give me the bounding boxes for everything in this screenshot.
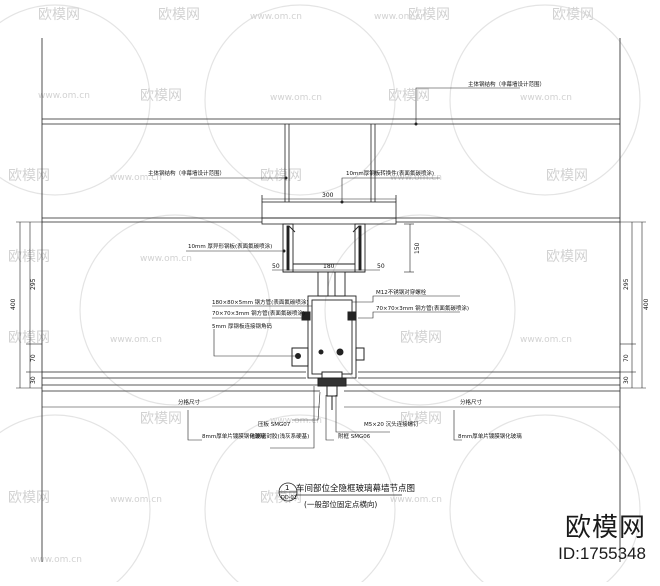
label-tube-180: 180×80×5mm 钢方管(表面氟碳喷涂) xyxy=(212,298,308,306)
dim-295-left: 295 xyxy=(30,278,37,290)
watermark-logo: 欧模网 xyxy=(8,490,50,506)
model-id: ID:1755348 xyxy=(558,544,646,563)
label-glass-left: 8mm厚单片镀膜钢化玻璃 xyxy=(202,432,266,440)
detail-marker-sheet: DD-01 xyxy=(281,495,297,501)
watermark-arcs xyxy=(0,4,641,586)
bolt-heads xyxy=(301,311,357,356)
watermark-url: www.om.cn xyxy=(110,495,162,505)
watermark-url: www.om.cn xyxy=(30,555,82,565)
outer-frame xyxy=(41,38,621,562)
watermark-logo: 欧模网 xyxy=(400,330,442,346)
dim-180: 180 xyxy=(323,263,335,270)
watermark-logo: 欧模网 xyxy=(38,7,80,23)
watermark-url: www.om.cn xyxy=(270,93,322,103)
label-sealant: 硅酮密封胶(浅灰系硬基) xyxy=(250,432,309,440)
glass-panel-left xyxy=(42,371,320,392)
label-tube-70-right: 70×70×3mm 钢方管(表面氟碳喷涂) xyxy=(376,304,469,312)
label-tube-70-left: 70×70×3mm 钢方管(表面氟碳喷涂) xyxy=(212,309,305,317)
label-glass-right: 8mm厚单片镀膜钢化玻璃 xyxy=(458,432,522,440)
label-plate-5mm: 5mm 厚钢板连接钢角码 xyxy=(212,322,272,330)
pressure-plate xyxy=(317,371,347,387)
dim-chain-right xyxy=(620,221,646,389)
main-steel-beam-top xyxy=(42,118,620,125)
watermark-url: www.om.cn xyxy=(140,254,192,264)
label-bolt-m12: M12不锈钢对穿螺栓 xyxy=(376,288,427,296)
transfer-plate xyxy=(261,195,397,225)
steel-posts xyxy=(284,124,376,202)
watermark-logo: 欧模网 xyxy=(8,168,50,184)
watermark-url: www.om.cn xyxy=(110,173,162,183)
dim-150: 150 xyxy=(414,242,421,254)
division-size-left: 分格尺寸 xyxy=(178,398,201,406)
glass-panel-right xyxy=(344,371,620,392)
watermark-logo: 欧模网 xyxy=(400,411,442,427)
dim-chain-left xyxy=(16,221,42,389)
steel-tube-70-right xyxy=(355,347,365,361)
leader-lines xyxy=(186,87,520,449)
watermark-url: www.om.cn xyxy=(38,91,90,101)
steel-tube-180x80 xyxy=(307,295,357,379)
label-steel-plate-10: 10mm厚钢板转换件(表面氟碳喷涂) xyxy=(346,169,434,177)
watermark-url: www.om.cn xyxy=(110,335,162,345)
label-main-steel-top: 主体钢结构（非幕墙设计范围） xyxy=(468,80,545,88)
dim-400-left: 400 xyxy=(10,298,17,310)
steel-tube-70-left xyxy=(291,347,309,367)
detail-marker-number: 1 xyxy=(285,484,289,492)
bracket-dim-lines xyxy=(262,198,414,273)
watermark-logo: 欧模网 xyxy=(546,249,588,265)
watermark-url: www.om.cn xyxy=(270,416,322,426)
division-size-right: 分格尺寸 xyxy=(460,398,483,406)
watermark-url: www.om.cn xyxy=(250,12,302,22)
label-cover-cap: 附框 SMG06 xyxy=(338,432,371,440)
watermark-logo: 欧模网 xyxy=(552,7,594,23)
watermark-logo: 欧模网 xyxy=(388,88,430,104)
dim-295-right: 295 xyxy=(623,278,630,290)
watermark-url: www.om.cn xyxy=(390,495,442,505)
watermark-logo: 欧模网 xyxy=(8,249,50,265)
leader-end-dots xyxy=(282,122,418,253)
dim-30-right: 30 xyxy=(623,376,630,384)
drawing-title: 车间部位全隐框玻璃幕墙节点图 xyxy=(296,483,415,494)
watermark-url: www.om.cn xyxy=(520,335,572,345)
watermark-logo: 欧模网 xyxy=(140,411,182,427)
drawing-subtitle: (一般部位固定点横向) xyxy=(304,499,377,509)
watermark-logo: 欧模网 xyxy=(408,7,450,23)
dim-50-right: 50 xyxy=(377,263,385,270)
label-main-steel-mid: 主体钢结构（非幕墙设计范围） xyxy=(148,169,225,177)
label-bolt-m5: M5×20 沉头连接螺钉 xyxy=(364,420,419,428)
detail-marker xyxy=(278,482,298,502)
brand-name: 欧模网 xyxy=(564,513,646,543)
watermark-url: www.om.cn xyxy=(374,12,426,22)
label-pressure-plate: 压板 SMG07 xyxy=(258,420,291,428)
dim-70-right: 70 xyxy=(623,354,630,362)
label-steel-bracket-10: 10mm 厚异形钢板(表面氟碳喷涂) xyxy=(188,242,272,250)
watermark-logo: 欧模网 xyxy=(260,168,302,184)
dim-300: 300 xyxy=(322,192,334,199)
dim-50-left: 50 xyxy=(272,263,280,270)
main-steel-beam-mid xyxy=(42,217,620,223)
watermark-url: www.om.cn xyxy=(520,93,572,103)
joint-screw xyxy=(326,385,338,410)
brand-block: 欧模网 ID:1755348 xyxy=(558,507,646,564)
watermark-logo: 欧模网 xyxy=(546,168,588,184)
dim-70-left: 70 xyxy=(30,354,37,362)
watermark-logo: 欧模网 xyxy=(8,330,50,346)
dim-400-right: 400 xyxy=(643,298,650,310)
watermark-logo: 欧模网 xyxy=(158,7,200,23)
watermark-logo: 欧模网 xyxy=(140,88,182,104)
dim-30-left: 30 xyxy=(30,376,37,384)
